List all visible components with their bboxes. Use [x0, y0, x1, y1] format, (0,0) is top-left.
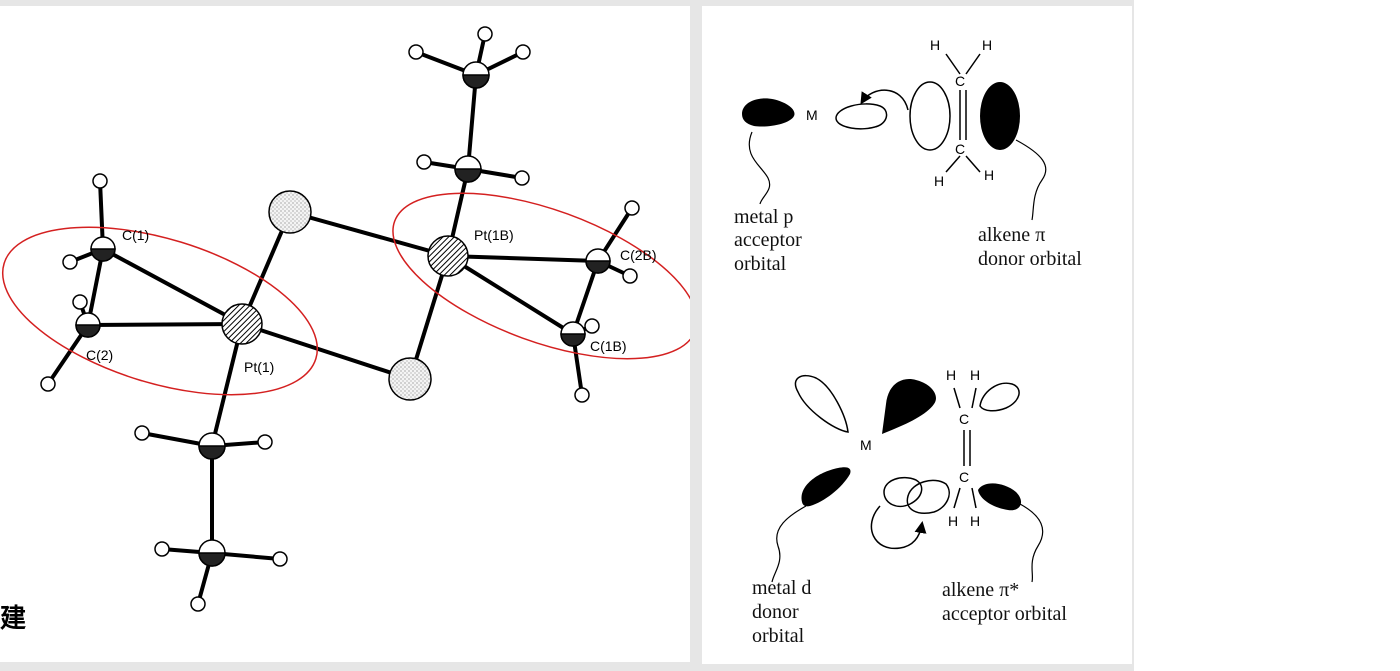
- bond-lines: [46, 32, 634, 606]
- carbon-top-1: C: [955, 73, 965, 89]
- highlight-ellipse-left: [1, 226, 319, 396]
- carbon-bottom-2: C: [959, 469, 969, 485]
- label-c2b: C(2B): [620, 247, 657, 263]
- metal-d-filled-lobe-lower-left: [801, 467, 851, 507]
- label-c1: C(1): [122, 227, 149, 243]
- hydrogen-bottom-1: H: [946, 367, 956, 383]
- back-donation-diagram: M C C H H H H me: [752, 367, 1067, 647]
- crystal-structure-panel: C(1) C(2) Pt(1) Pt(1B) C(2B) C(1B): [0, 6, 690, 662]
- hydrogen-top-2: H: [982, 37, 992, 53]
- metal-d-filled-lobe-upper-right: [882, 379, 936, 434]
- label-pt1: Pt(1): [244, 359, 274, 375]
- orbital-diagrams: M C C H H H H me: [734, 37, 1082, 647]
- carbon-atoms: [75, 61, 611, 567]
- alkene-pi-filled-lobe: [980, 82, 1020, 150]
- metal-p-open-lobe: [835, 103, 888, 130]
- hydrogen-top-1: H: [930, 37, 940, 53]
- highlight-ellipse-right: [392, 192, 690, 360]
- back-donation-arrow: [870, 505, 927, 550]
- metal-label-top: M: [806, 107, 818, 123]
- metal-d-open-lobe-upper-left: [794, 374, 849, 433]
- donation-arrow: [860, 89, 909, 111]
- hydrogen-top-4: H: [984, 167, 994, 183]
- leader-line-alkene-pistar: [1019, 503, 1044, 583]
- alkene-pistar-open-lobe-upper: [979, 382, 1020, 412]
- highlight-ellipses: [1, 192, 690, 396]
- hydrogen-bottom-3: H: [948, 513, 958, 529]
- sigma-donation-diagram: M C C H H H H me: [734, 37, 1082, 275]
- leader-line-metal-d: [771, 505, 807, 583]
- carbon-bottom-1: C: [959, 411, 969, 427]
- hydrogen-bottom-2: H: [970, 367, 980, 383]
- leader-line-alkene-pi: [1015, 139, 1047, 221]
- crystal-structure-drawing: C(1) C(2) Pt(1) Pt(1B) C(2B) C(1B): [1, 26, 690, 612]
- hydrogen-atoms: [40, 26, 640, 612]
- metal-label-bottom: M: [860, 437, 872, 453]
- carbon-top-2: C: [955, 141, 965, 157]
- label-c2: C(2): [86, 347, 113, 363]
- alkene-pistar-open-lobe-lower-left: [906, 479, 950, 514]
- metal-p-lobe: [742, 98, 795, 127]
- alkene-pistar-open-lobe-inner: [883, 476, 923, 508]
- bridging-atoms: [268, 190, 432, 401]
- alkene-pistar-filled-lobe-lower: [978, 483, 1022, 511]
- hydrogen-bottom-4: H: [970, 513, 980, 529]
- label-metal-p: metal p acceptor orbital: [734, 206, 807, 275]
- alkene-pi-open-lobe: [909, 81, 951, 151]
- platinum-atoms: [221, 235, 469, 345]
- label-alkene-pi: alkene π donor orbital: [978, 224, 1082, 270]
- corner-glyph: 建: [0, 604, 27, 634]
- hydrogen-top-3: H: [934, 173, 944, 189]
- label-metal-d: metal d donor orbital: [752, 577, 816, 647]
- leader-line-metal-p: [748, 131, 771, 205]
- label-alkene-pistar: alkene π* acceptor orbital: [942, 579, 1067, 625]
- label-pt1b: Pt(1B): [474, 227, 514, 243]
- label-c1b: C(1B): [590, 338, 627, 354]
- orbital-diagram-panel: M C C H H H H me: [702, 6, 1132, 664]
